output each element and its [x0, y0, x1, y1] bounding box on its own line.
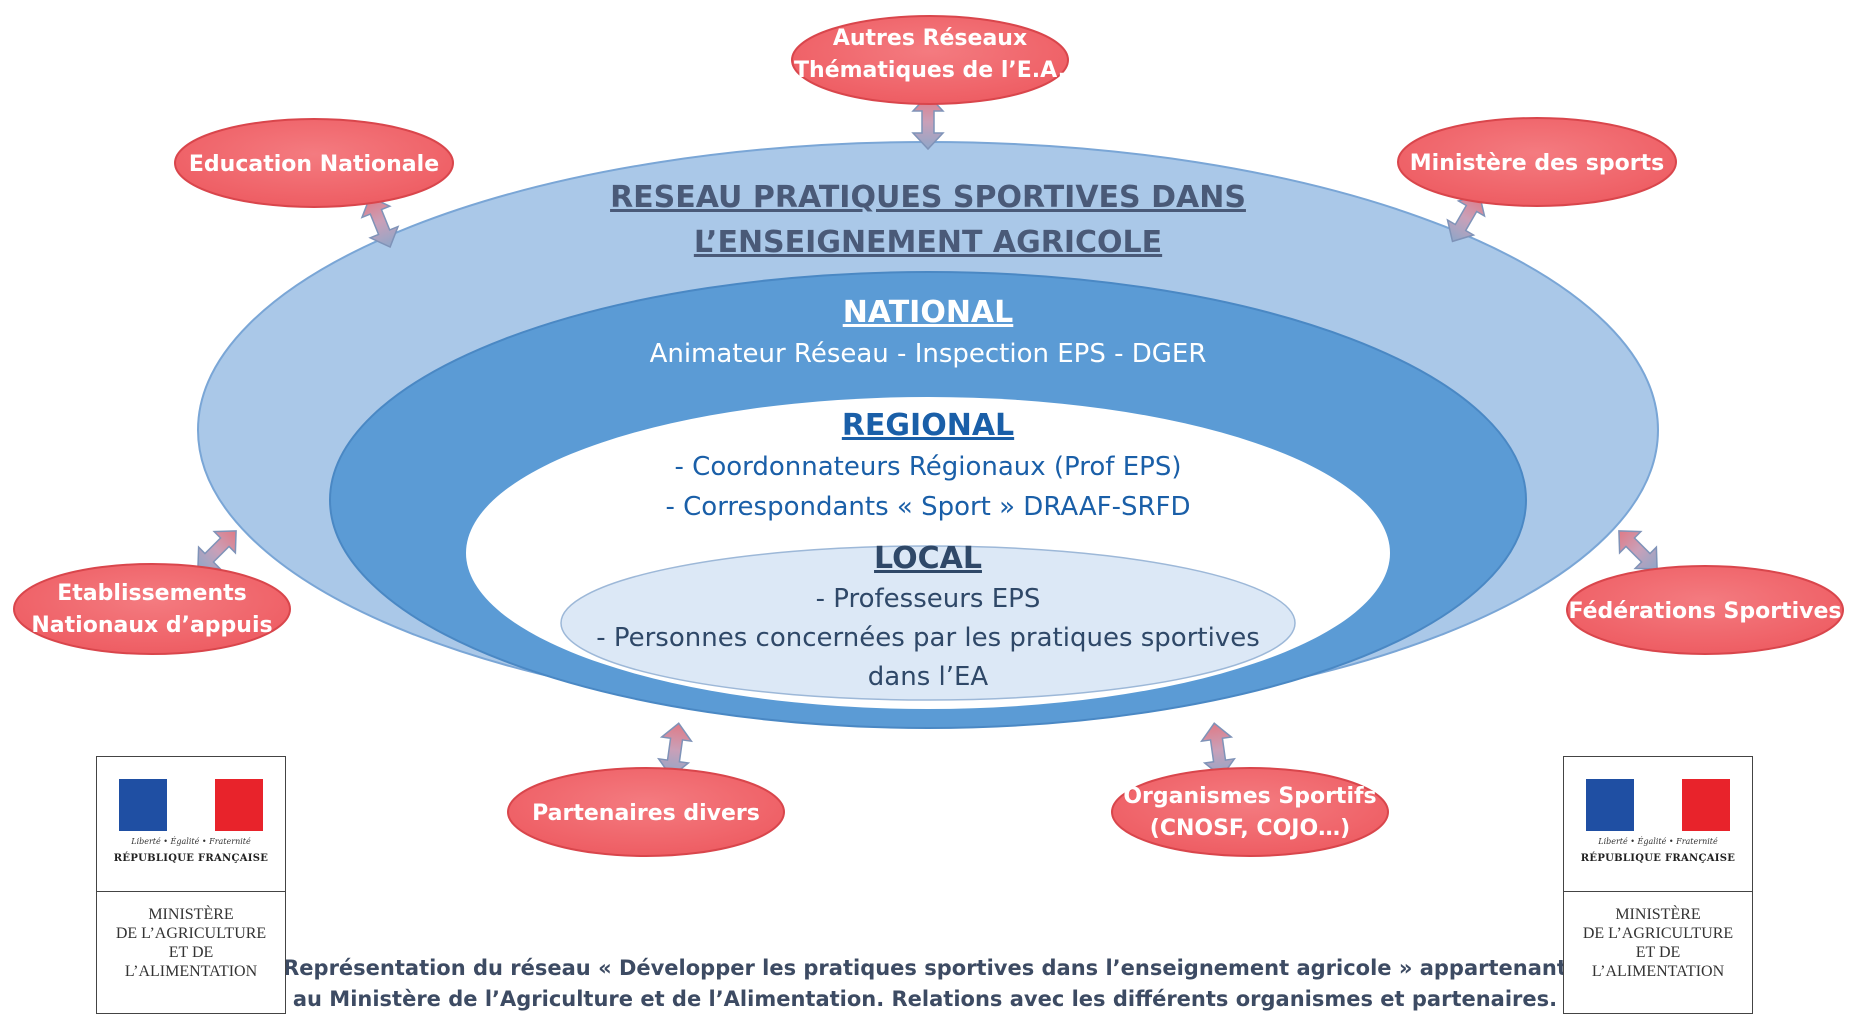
partner-education-nationale: Education Nationale [174, 118, 454, 208]
partner-sports-label: Ministère des sports [1410, 151, 1664, 176]
caption-line2: au Ministère de l’Agriculture et de l’Al… [293, 987, 1557, 1011]
partner-etab-line2: Nationaux d’appuis [31, 613, 272, 638]
ministry-line1: MINISTÈRE [148, 906, 234, 923]
local-ellipse [560, 545, 1296, 701]
partner-partenaires-divers: Partenaires divers [507, 767, 785, 857]
ministry-line3: ET DE [1635, 944, 1681, 961]
republic-name: RÉPUBLIQUE FRANÇAISE [113, 853, 269, 864]
partner-etab-line1: Etablissements [57, 581, 246, 606]
partner-partenaires-label: Partenaires divers [532, 801, 760, 826]
partner-education-label: Education Nationale [189, 152, 439, 177]
partner-ministere-sports: Ministère des sports [1397, 117, 1677, 207]
partner-federations: Fédérations Sportives [1566, 565, 1844, 655]
partner-autres-reseaux: Autres Réseaux Thématiques de l’E.A. [791, 15, 1069, 105]
partner-autres-line2: Thématiques de l’E.A. [794, 58, 1066, 83]
partner-organismes-line2: (CNOSF, COJO…) [1150, 816, 1350, 841]
regional-line2: - Correspondants « Sport » DRAAF-SRFD [665, 492, 1190, 522]
local-line3: dans l’EA [868, 662, 989, 692]
french-flag-logo [119, 779, 263, 831]
ministry-logo-left: Liberté • Égalité • Fraternité RÉPUBLIQU… [96, 756, 286, 1014]
local-heading: LOCAL [874, 541, 982, 576]
republic-motto: Liberté • Égalité • Fraternité [1598, 837, 1718, 846]
regional-heading: REGIONAL [842, 408, 1014, 443]
network-title-line2: L’ENSEIGNEMENT AGRICOLE [694, 225, 1162, 260]
french-flag-logo [1586, 779, 1730, 831]
network-title-line1: RESEAU PRATIQUES SPORTIVES DANS [610, 180, 1246, 215]
partner-organismes-sportifs: Organismes Sportifs (CNOSF, COJO…) [1111, 767, 1389, 857]
republique-francaise-block: Liberté • Égalité • Fraternité RÉPUBLIQU… [97, 757, 285, 892]
republic-name: RÉPUBLIQUE FRANÇAISE [1580, 853, 1736, 864]
ministry-name: MINISTÈRE DE L’AGRICULTURE ET DE L’ALIME… [97, 905, 285, 981]
ministry-line4: L’ALIMENTATION [124, 963, 258, 980]
ministry-line3: ET DE [168, 944, 214, 961]
republique-francaise-block: Liberté • Égalité • Fraternité RÉPUBLIQU… [1564, 757, 1752, 892]
partner-federations-label: Fédérations Sportives [1569, 599, 1842, 624]
local-line1: - Professeurs EPS [816, 584, 1041, 614]
national-members: Animateur Réseau - Inspection EPS - DGER [650, 339, 1207, 369]
ministry-line4: L’ALIMENTATION [1591, 963, 1725, 980]
ministry-line1: MINISTÈRE [1615, 906, 1701, 923]
ministry-name: MINISTÈRE DE L’AGRICULTURE ET DE L’ALIME… [1564, 905, 1752, 981]
partner-etablissements: Etablissements Nationaux d’appuis [13, 563, 291, 655]
ministry-line2: DE L’AGRICULTURE [1582, 925, 1734, 942]
national-heading: NATIONAL [843, 295, 1014, 330]
local-line2: - Personnes concernées par les pratiques… [596, 623, 1260, 653]
partner-autres-line1: Autres Réseaux [833, 26, 1027, 51]
caption-line1: Représentation du réseau « Développer le… [283, 956, 1567, 980]
ministry-line2: DE L’AGRICULTURE [115, 925, 267, 942]
republic-motto: Liberté • Égalité • Fraternité [131, 837, 251, 846]
regional-line1: - Coordonnateurs Régionaux (Prof EPS) [675, 452, 1182, 482]
ministry-logo-right: Liberté • Égalité • Fraternité RÉPUBLIQU… [1563, 756, 1753, 1014]
partner-organismes-line1: Organismes Sportifs [1123, 784, 1376, 809]
